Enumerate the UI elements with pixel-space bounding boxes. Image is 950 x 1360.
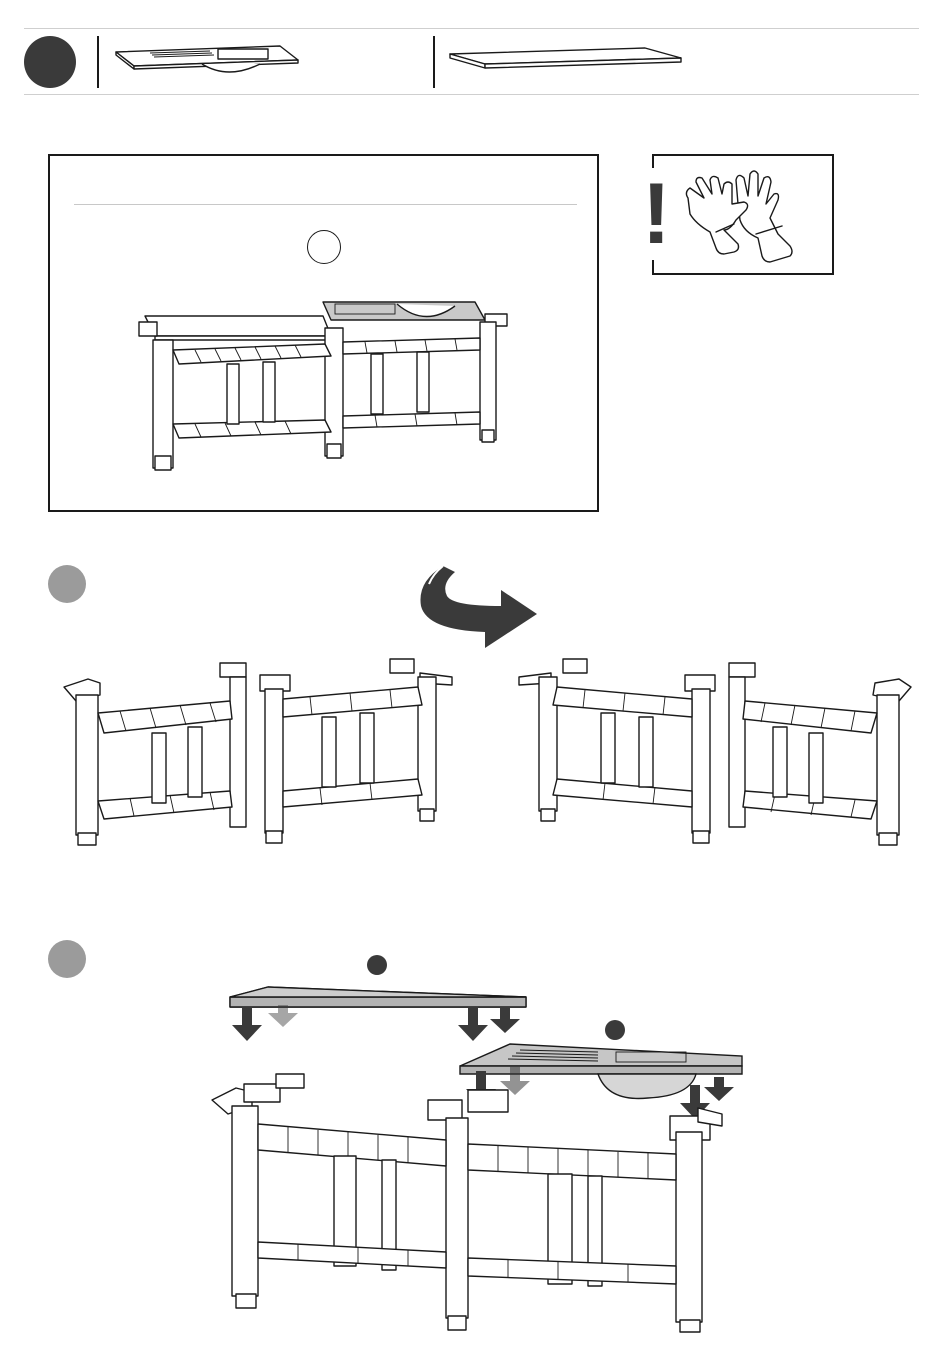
header-divider-1 — [97, 36, 99, 88]
gloves-icon — [678, 164, 808, 266]
overview-inner-rule — [74, 204, 577, 205]
header-divider-2 — [433, 36, 435, 88]
step-1-badge — [48, 565, 86, 603]
step-badge-dark — [24, 36, 76, 88]
callout-empty-circle — [307, 230, 341, 264]
header-top-rule — [24, 28, 919, 29]
plain-countertop-part — [445, 40, 685, 76]
warning-exclamation: ! — [642, 168, 668, 260]
part-marker-dot-1 — [367, 955, 387, 975]
rotate-arrow-icon — [415, 560, 540, 655]
sink-countertop-part — [110, 40, 305, 82]
frame-before-rotation — [60, 655, 460, 855]
step-2-badge — [48, 940, 86, 978]
frame-receiving-countertops — [208, 1070, 728, 1335]
frame-after-rotation — [515, 655, 915, 855]
header-bottom-rule — [24, 94, 919, 95]
assembled-kitchen-cart — [135, 292, 515, 477]
